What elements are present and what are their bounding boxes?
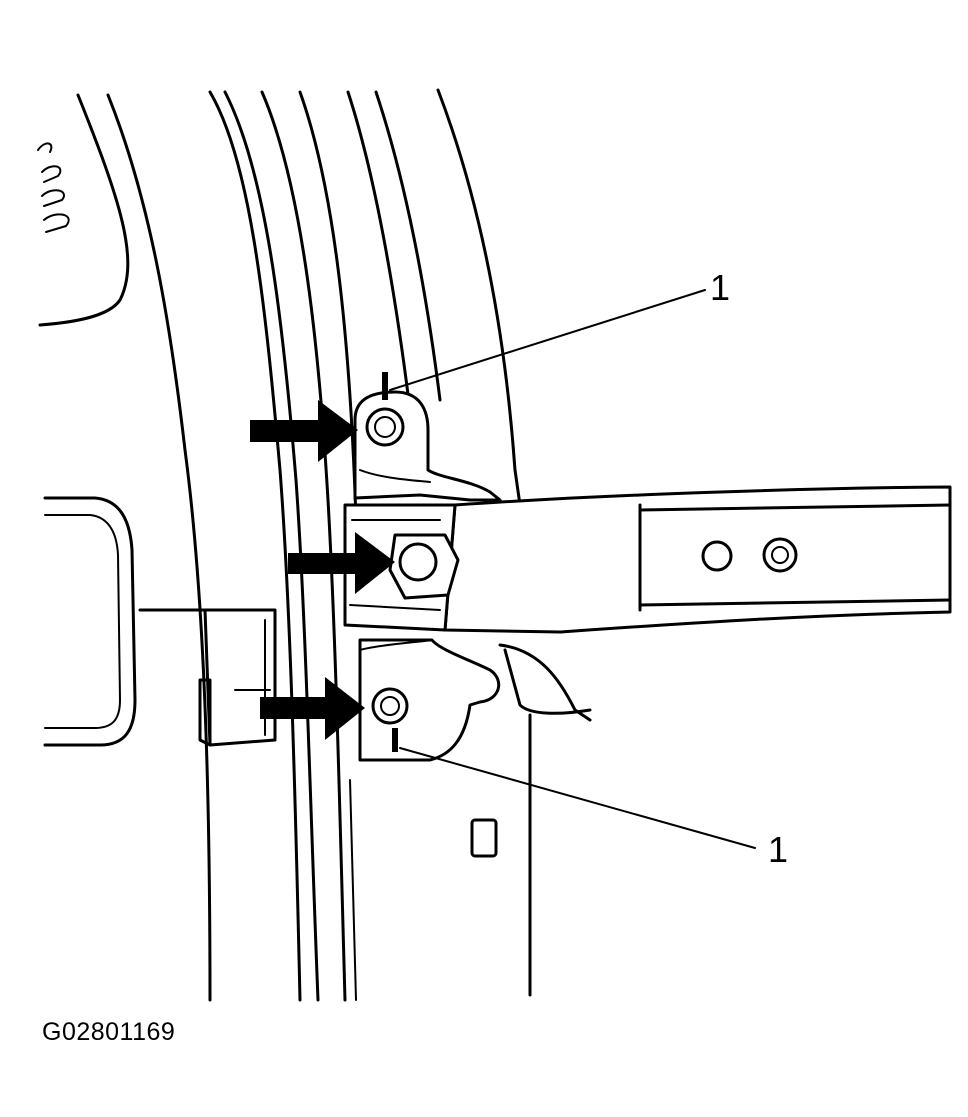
lower-bolt [371,687,409,725]
callout-label-upper: 1 [710,267,730,308]
arm-holes [701,537,798,573]
arm-hole-outer [762,537,798,573]
body-slot [470,818,498,858]
vent-slots [37,142,70,233]
body-hinge-plate [138,608,277,747]
bolts [365,407,409,725]
arrow-middle [288,532,395,594]
arm-hole-inner [771,546,789,564]
leader-lines [389,289,756,849]
arrows [250,400,395,740]
arrow-lower [260,677,365,740]
callout-label-lower: 1 [768,829,788,870]
door-panel-outline [38,88,522,1002]
door-hinge-arm [443,485,952,634]
alignment-marks [382,372,398,752]
hinge-pivot [343,503,460,632]
arm-hole [701,540,733,572]
upper-hinge-bracket [353,390,502,502]
figure-id: G02801169 [42,1018,176,1046]
upper-bolt [365,407,405,447]
window-panel [43,496,137,747]
arrow-upper [250,400,358,462]
